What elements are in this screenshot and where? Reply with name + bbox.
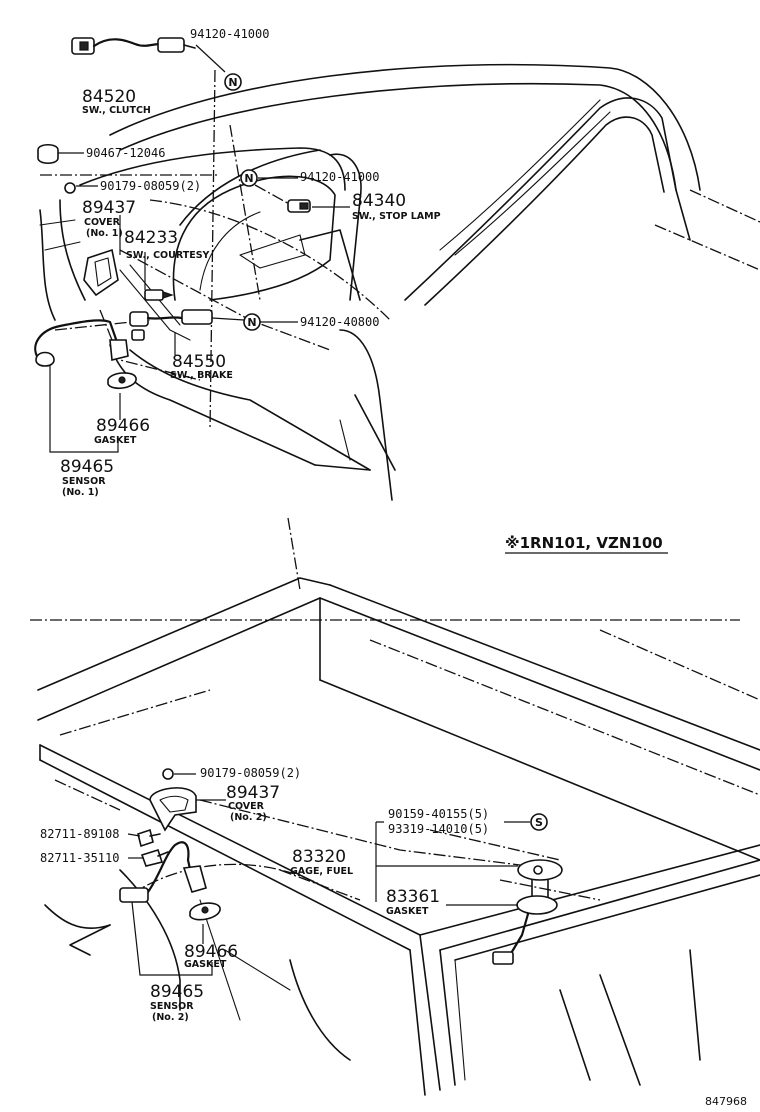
gasket-no2-part [189, 902, 221, 921]
courtesy-switch-name: SW., COURTESY [126, 250, 210, 261]
clip-part-no: 90467-12046 [86, 146, 165, 160]
gasket-no1-no: 89466 [96, 416, 150, 436]
stop-lamp-switch-no: 84340 [352, 191, 406, 211]
cover-no1-sub: (No. 1) [86, 228, 123, 239]
bolt-parts [137, 828, 169, 867]
reference-code: 847968 [705, 1095, 747, 1108]
cover-no2-name: COVER [228, 801, 265, 812]
clutch-switch-no: 84520 [82, 87, 136, 107]
fuel-gage-part [492, 859, 563, 965]
part-no-94120-41000-b: 94120-41000 [300, 170, 379, 184]
n-symbol-3-text: N [247, 316, 256, 329]
gage-gasket-name: GASKET [386, 906, 429, 917]
sensor-no1-no: 89465 [60, 457, 114, 477]
switch-clip-part [37, 143, 59, 165]
cover-no1-no: 89437 [82, 198, 136, 218]
cover-no2-sub: (No. 2) [230, 812, 267, 823]
s-symbol: S [530, 813, 548, 831]
n-symbol-2: N [240, 169, 258, 187]
screw-part-no-2: 93319-14010(5) [388, 822, 489, 836]
fuel-gage-no: 83320 [292, 847, 346, 867]
sensor-no1-sub: (No. 1) [62, 487, 99, 498]
gasket-no1-name: GASKET [94, 435, 137, 446]
bolt-part-no-2: 82711-35110 [40, 851, 119, 865]
brake-switch-no: 84550 [172, 352, 226, 372]
sensor-no1-name: SENSOR [62, 476, 106, 487]
sensor-no2-sub: (No. 2) [152, 1012, 189, 1023]
part-no-94120-41000-a: 94120-41000 [190, 27, 269, 41]
fuel-gage-name: GAGE, FUEL [290, 866, 353, 877]
screw-part-no-1: 90159-40155(5) [388, 807, 489, 821]
part-no-94120-40800: 94120-40800 [300, 315, 379, 329]
bolt-part-no-1: 82711-89108 [40, 827, 119, 841]
gasket-no2-name: GASKET [184, 959, 227, 970]
brake-switch-part [129, 309, 213, 341]
courtesy-switch-no: 84233 [124, 228, 178, 248]
cover-no1-part [83, 248, 119, 297]
gasket-no1-part [107, 372, 137, 390]
sensor-no2-part [119, 841, 207, 903]
clutch-switch-part [71, 37, 196, 55]
brake-switch-name: SW., BRAKE [170, 370, 233, 381]
n-symbol-1: N [224, 73, 242, 91]
nut-part-bottom [162, 768, 174, 780]
cover-no1-name: COVER [84, 217, 121, 228]
bottom-leader-lines [127, 773, 530, 976]
model-note: ※1RN101, VZN100 [505, 534, 663, 552]
stop-lamp-switch-part [287, 199, 311, 213]
top-leader-lines [49, 44, 350, 453]
clutch-switch-name: SW., CLUTCH [82, 105, 151, 116]
nut-part-no-bottom: 90179-08059(2) [200, 766, 301, 780]
gasket-no2-no: 89466 [184, 942, 238, 962]
n-symbol-1-text: N [228, 76, 237, 89]
sensor-no2-no: 89465 [150, 982, 204, 1002]
n-symbol-2-text: N [244, 172, 253, 185]
sensor-no2-name: SENSOR [150, 1001, 194, 1012]
nut-part-no-top: 90179-08059(2) [100, 179, 201, 193]
stop-lamp-switch-name: SW., STOP LAMP [352, 211, 441, 222]
sensor-no1-part [34, 319, 129, 367]
gage-gasket-no: 83361 [386, 887, 440, 907]
nut-part-top [64, 182, 76, 194]
courtesy-switch-part [144, 289, 174, 301]
cover-no2-no: 89437 [226, 783, 280, 803]
bed-illustration [30, 517, 760, 1096]
n-symbol-3: N [243, 313, 261, 331]
cover-no2-part [149, 787, 197, 832]
s-symbol-text: S [535, 816, 543, 829]
